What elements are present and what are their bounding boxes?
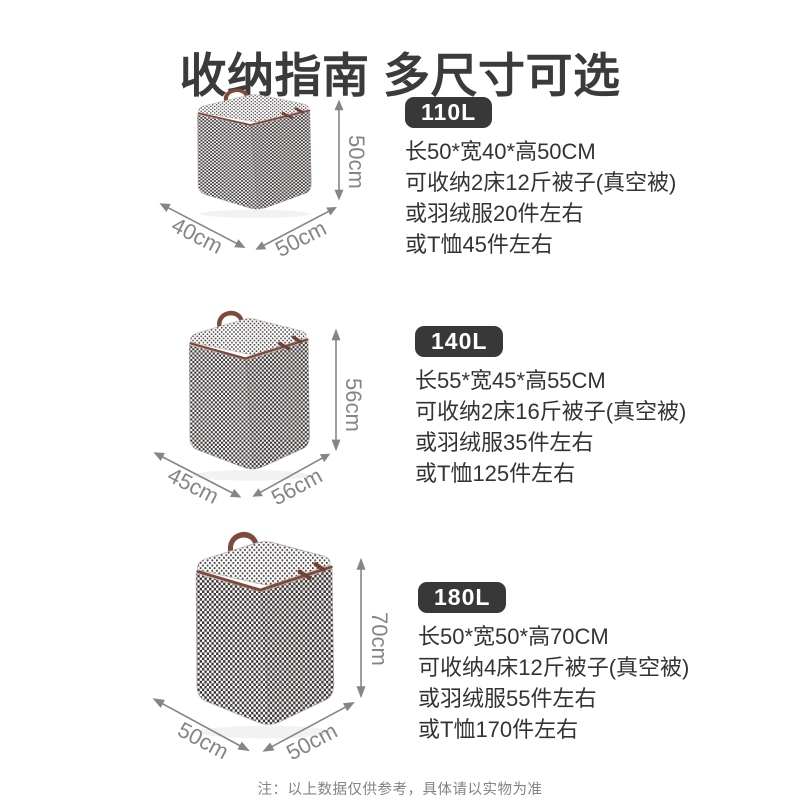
storage-bag-illustration-180l — [195, 532, 335, 739]
height-dimension-label: 70cm — [367, 612, 392, 666]
tshirt-capacity-line: 或T恤170件左右 — [418, 717, 579, 742]
disclaimer-note: 注：以上数据仅供参考，具体请以实物为准 — [257, 782, 543, 798]
width-arrow — [150, 447, 244, 504]
storage-bag-illustration-140l — [188, 310, 310, 481]
volume-badge: 140L — [415, 326, 504, 357]
down-jacket-capacity-line: 或羽绒服35件左右 — [415, 430, 594, 455]
depth-arrow — [249, 448, 334, 502]
quilt-capacity-line: 可收纳2床12斤被子(真空被) — [405, 170, 677, 195]
size-info-140l: 140L 长55*宽45*高55CM 可收纳2床16斤被子(真空被) 或羽绒服3… — [415, 326, 686, 489]
dimension-spec-line: 长50*宽50*高70CM — [418, 624, 609, 649]
height-dimension-label: 56cm — [341, 378, 366, 432]
quilt-capacity-line: 可收纳4床12斤被子(真空被) — [418, 655, 690, 680]
volume-badge: 110L — [405, 97, 493, 128]
down-jacket-capacity-line: 或羽绒服55件左右 — [418, 686, 597, 711]
width-arrow — [149, 693, 253, 757]
size-info-110l: 110L 长50*宽40*高50CM 可收纳2床12斤被子(真空被) 或羽绒服2… — [405, 97, 676, 260]
storage-bag-illustration-110l — [197, 88, 312, 218]
height-arrow — [330, 328, 342, 452]
width-arrow — [156, 198, 248, 254]
down-jacket-capacity-line: 或羽绒服20件左右 — [405, 201, 584, 226]
depth-arrow — [259, 696, 358, 757]
tshirt-capacity-line: 或T恤45件左右 — [405, 232, 553, 257]
quilt-capacity-line: 可收纳2床16斤被子(真空被) — [415, 399, 687, 424]
height-dimension-label: 50cm — [344, 135, 369, 189]
height-arrow — [333, 99, 345, 201]
size-info-180l: 180L 长50*宽50*高70CM 可收纳4床12斤被子(真空被) 或羽绒服5… — [418, 582, 689, 745]
page-title: 收纳指南 多尺寸可选 — [179, 49, 621, 103]
dimension-spec-line: 长50*宽40*高50CM — [405, 139, 596, 164]
volume-badge: 180L — [418, 582, 507, 613]
dimension-spec-line: 长55*宽45*高55CM — [415, 368, 606, 393]
depth-arrow — [252, 201, 340, 255]
height-arrow — [355, 557, 367, 699]
tshirt-capacity-line: 或T恤125件左右 — [415, 461, 576, 486]
